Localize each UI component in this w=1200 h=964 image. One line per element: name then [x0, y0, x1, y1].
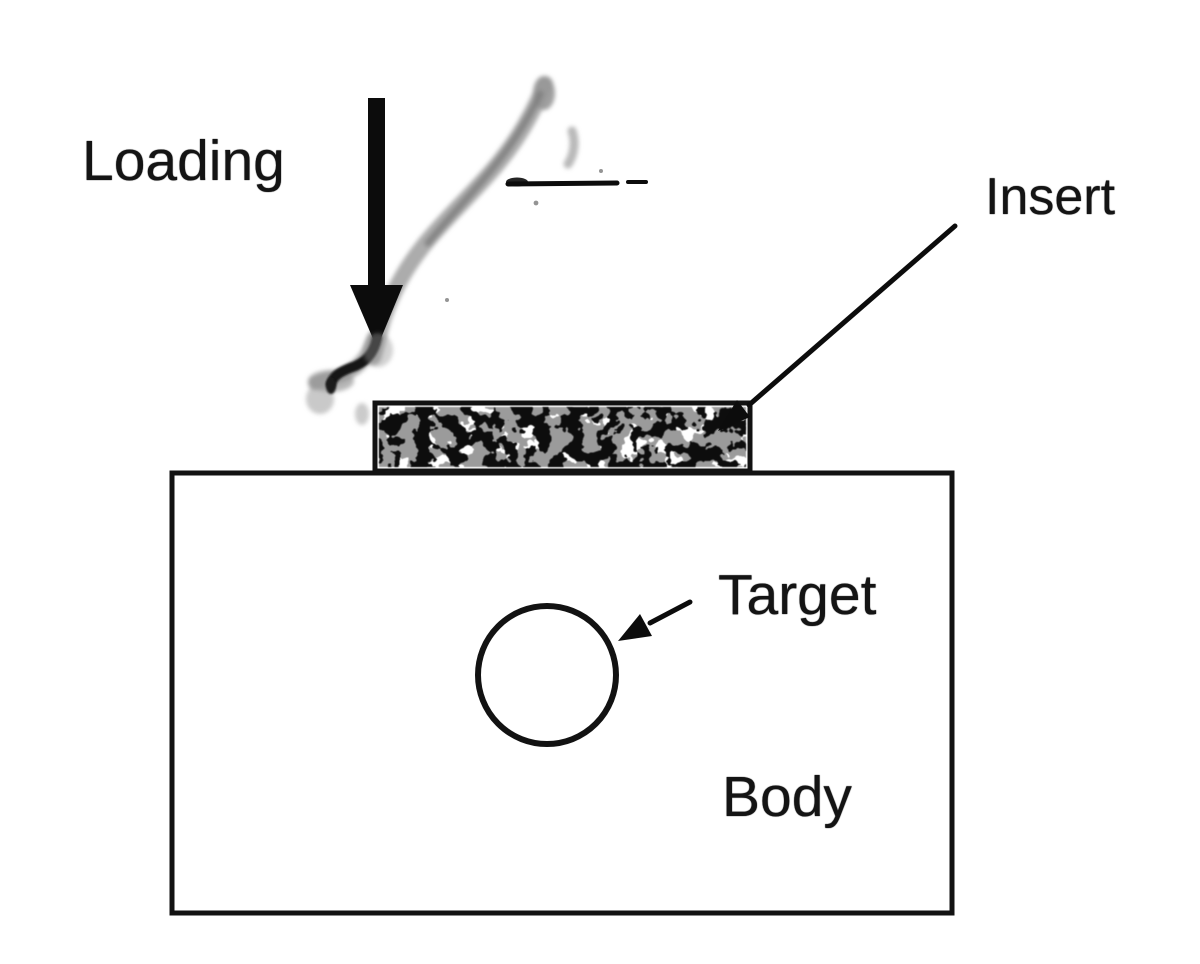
- target-label: Target: [718, 563, 877, 627]
- target-arrow-icon: [618, 599, 693, 641]
- insert-label: Insert: [985, 168, 1116, 226]
- target-arrowhead: [618, 614, 652, 641]
- insert-leader-line: [718, 223, 958, 431]
- loading-arrow-icon: [326, 98, 403, 394]
- body-label: Body: [722, 765, 852, 829]
- target-circle: [475, 603, 619, 747]
- speckle-texture: [379, 407, 746, 467]
- insert-rect: [372, 400, 753, 474]
- insert-leader-arrowhead: [718, 400, 750, 431]
- scan-specks: [445, 169, 603, 302]
- loading-label: Loading: [82, 129, 285, 193]
- reference-line: [505, 177, 648, 187]
